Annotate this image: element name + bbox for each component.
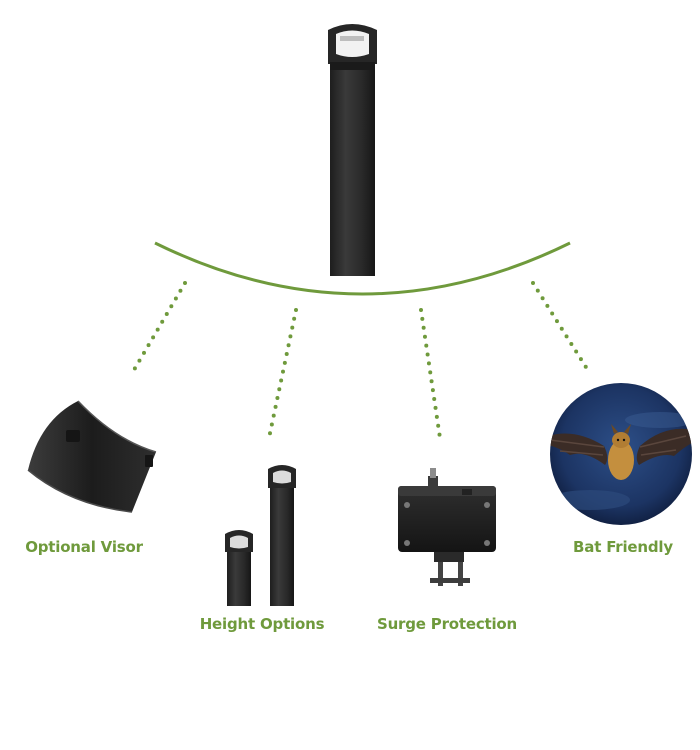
feature-label-height: Height Options — [199, 615, 325, 633]
feature-label-visor: Optional Visor — [25, 538, 143, 556]
feature-label-surge: Surge Protection — [376, 615, 518, 633]
feature-label-bat: Bat Friendly — [573, 538, 673, 556]
connector-height — [267, 308, 298, 440]
bollard-light-icon — [328, 24, 377, 276]
connector-visor — [129, 281, 187, 377]
connector-surge — [419, 308, 442, 440]
connector-arc — [154, 241, 571, 296]
visor-shield-icon — [27, 400, 157, 513]
connector-bat — [531, 281, 591, 374]
bat-icon — [550, 383, 692, 525]
surge-protection-box-icon — [398, 468, 496, 586]
bollard-height-icon — [225, 465, 296, 606]
